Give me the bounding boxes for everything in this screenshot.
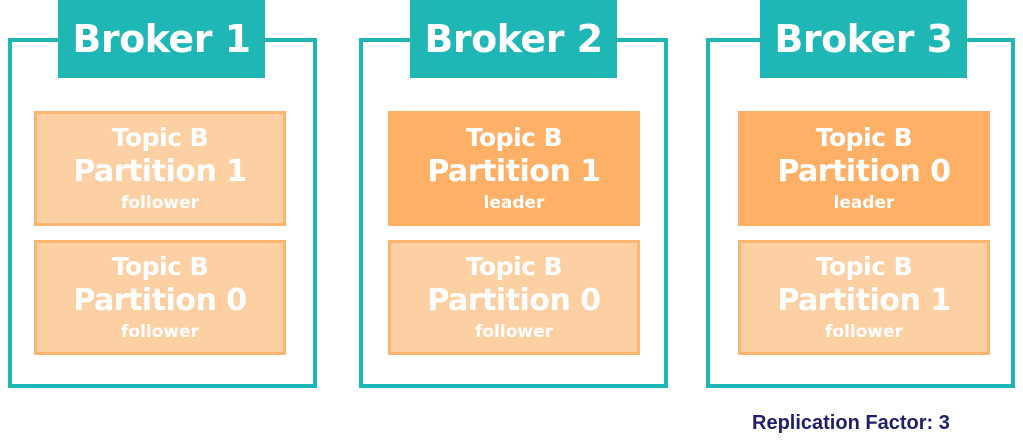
replication-factor-label: Replication Factor: 3 [752,412,950,434]
topic-label: Topic B [815,251,913,281]
topic-label: Topic B [111,251,209,281]
topic-label: Topic B [815,122,913,152]
partition-label: Partition 0 [427,282,601,318]
broker-1-partition-1: Topic B Partition 1 follower [34,111,286,226]
partition-label: Partition 1 [73,153,247,189]
partition-label: Partition 0 [777,153,951,189]
role-label: follower [474,321,554,342]
broker-2-title: Broker 2 [410,0,617,78]
broker-2-partition-2: Topic B Partition 0 follower [388,240,640,355]
broker-1-partition-2: Topic B Partition 0 follower [34,240,286,355]
partition-label: Partition 1 [427,153,601,189]
partition-label: Partition 0 [73,282,247,318]
topic-label: Topic B [111,122,209,152]
broker-3-title: Broker 3 [760,0,967,78]
broker-2-partition-1: Topic B Partition 1 leader [388,111,640,226]
topic-label: Topic B [465,122,563,152]
broker-3-partition-1: Topic B Partition 0 leader [738,111,990,226]
broker-1-title: Broker 1 [58,0,265,78]
role-label: leader [833,192,895,213]
topic-label: Topic B [465,251,563,281]
role-label: follower [824,321,904,342]
role-label: follower [120,321,200,342]
role-label: follower [120,192,200,213]
role-label: leader [483,192,545,213]
partition-label: Partition 1 [777,282,951,318]
broker-3-partition-2: Topic B Partition 1 follower [738,240,990,355]
